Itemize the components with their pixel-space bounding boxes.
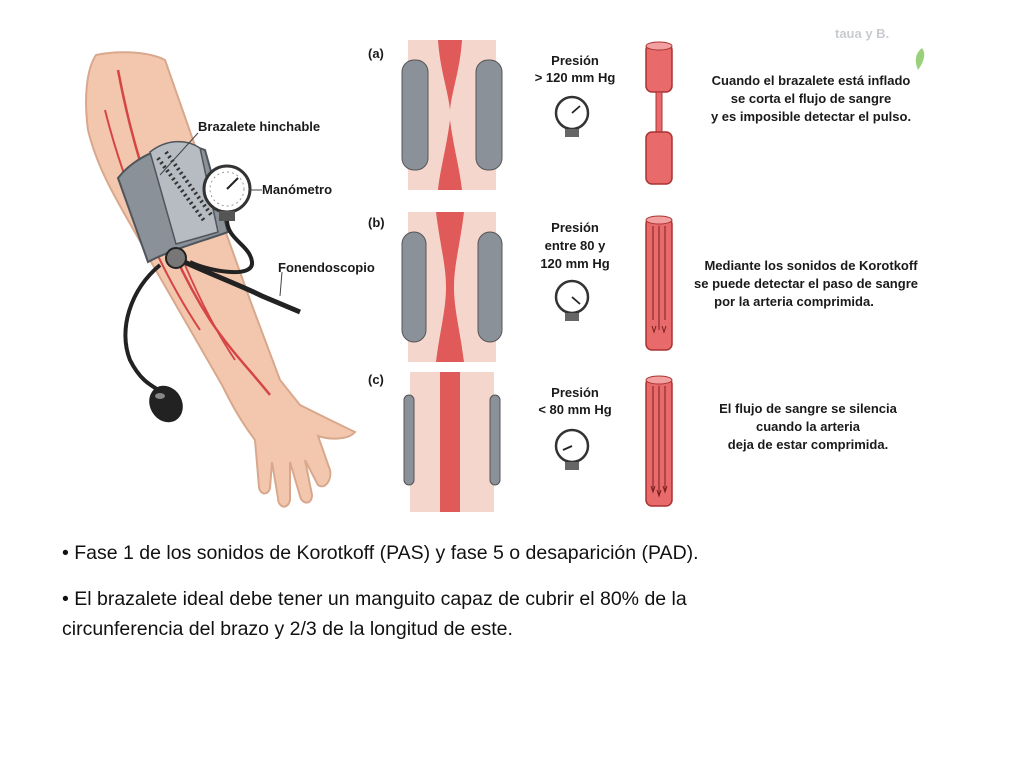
panel-b-letter: (b) bbox=[368, 215, 385, 230]
panel-c-letter: (c) bbox=[368, 372, 384, 387]
mini-gauge-icon bbox=[554, 95, 590, 137]
gauge-label: Manómetro bbox=[262, 182, 332, 197]
panel-b-desc-1: Mediante los sonidos de Korotkoff bbox=[704, 258, 918, 273]
panel-c-desc-2: cuando la arteria bbox=[756, 419, 861, 434]
panel-b-desc-3: por la arteria comprimida. bbox=[714, 294, 874, 309]
panel-a-desc-1: Cuando el brazalete está inflado bbox=[712, 73, 911, 88]
mini-gauge-icon bbox=[554, 279, 590, 321]
panel-b-desc-2: se puede detectar el paso de sangre bbox=[694, 276, 918, 291]
bullet-cuff-size: • El brazalete ideal debe tener un mangu… bbox=[62, 588, 687, 640]
panel-b-pressure-2: entre 80 y bbox=[545, 238, 606, 253]
bullet-phases: • Fase 1 de los sonidos de Korotkoff (PA… bbox=[62, 542, 699, 564]
panel-a-pressure-1: Presión bbox=[551, 53, 599, 68]
panel-c-pressure-1: Presión bbox=[551, 385, 599, 400]
mini-gauge-icon bbox=[554, 428, 590, 470]
panel-b: (b) Presión entre 80 y 120 mm Hg Mediant… bbox=[368, 212, 918, 362]
panel-c: (c) Presión < 80 mm Hg El flujo de sangr… bbox=[368, 372, 898, 512]
panel-c-pressure-2: < 80 mm Hg bbox=[538, 402, 611, 417]
panel-c-desc-1: El flujo de sangre se silencia bbox=[719, 401, 898, 416]
panel-a: (a) Presión > 120 mm Hg Cuando el brazal… bbox=[368, 40, 911, 190]
artery-partial-icon bbox=[645, 215, 673, 351]
panel-a-desc-3: y es imposible detectar el pulso. bbox=[711, 109, 911, 124]
cuff-label: Brazalete hinchable bbox=[198, 119, 320, 134]
panel-b-pressure-3: 120 mm Hg bbox=[540, 256, 609, 271]
panel-a-pressure-2: > 120 mm Hg bbox=[535, 70, 616, 85]
artery-open-icon bbox=[645, 375, 673, 507]
faint-top-text: taua y B. bbox=[835, 26, 889, 41]
gauge-icon bbox=[202, 164, 252, 221]
stethoscope-label: Fonendoscopio bbox=[278, 260, 375, 275]
artery-closed-icon bbox=[645, 41, 673, 185]
leaf-icon bbox=[915, 48, 925, 70]
panel-c-desc-3: deja de estar comprimida. bbox=[728, 437, 888, 452]
panel-b-pressure-1: Presión bbox=[551, 220, 599, 235]
panel-a-letter: (a) bbox=[368, 46, 384, 61]
panel-a-desc-2: se corta el flujo de sangre bbox=[731, 91, 891, 106]
bullet-list: • Fase 1 de los sonidos de Korotkoff (PA… bbox=[62, 538, 702, 660]
